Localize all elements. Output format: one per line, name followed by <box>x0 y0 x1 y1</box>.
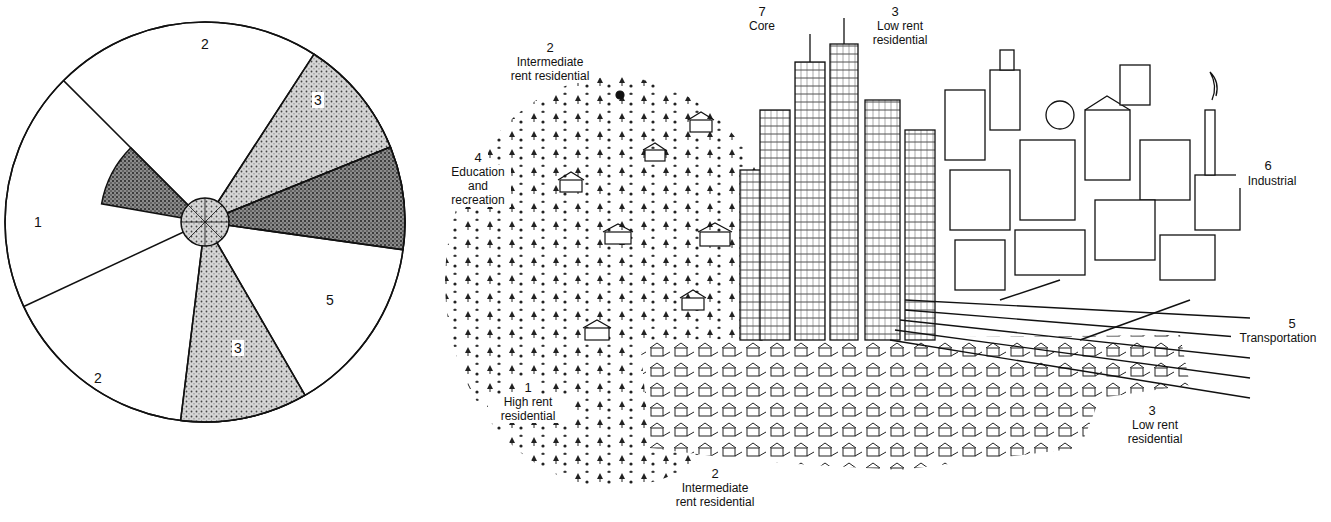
industrial-buildings <box>950 170 1010 230</box>
core-towers <box>830 44 858 340</box>
sector-circle <box>5 22 405 422</box>
rail-lines <box>890 280 1250 398</box>
callout-number: 5 <box>1282 316 1302 331</box>
callout-number: 1 <box>518 380 538 395</box>
sector-number: 3 <box>312 92 324 108</box>
rail-lines <box>890 340 1250 398</box>
houses <box>558 172 584 180</box>
rail-lines <box>1080 300 1190 340</box>
callout-number: 2 <box>540 40 560 55</box>
zone-label: Low rent residential <box>1115 418 1195 446</box>
industrial-buildings <box>1160 235 1215 280</box>
rail-lines <box>895 330 1250 378</box>
sector-circle <box>188 205 222 239</box>
sector-circle <box>205 147 405 250</box>
sector-number: 2 <box>199 36 211 52</box>
houses <box>680 290 706 298</box>
houses <box>585 328 609 340</box>
sector-circle <box>188 205 222 239</box>
houses <box>700 232 730 246</box>
core-towers <box>905 130 935 340</box>
houses <box>603 224 633 232</box>
sector-circle <box>181 222 205 421</box>
industrial-buildings <box>945 90 985 160</box>
core-towers <box>843 18 844 44</box>
city-illustration <box>445 18 1250 487</box>
houses <box>643 143 667 151</box>
zone-label: Low rent residential <box>860 19 940 47</box>
zone-label: Intermediate rent residential <box>672 481 758 509</box>
industrial-buildings <box>1095 200 1155 260</box>
zone-label: Intermediate rent residential <box>507 55 593 83</box>
core-towers <box>740 18 935 340</box>
industrial-buildings <box>1046 101 1074 129</box>
rail-lines <box>905 310 1250 338</box>
houses <box>616 91 624 99</box>
sector-number: 3 <box>232 340 244 356</box>
sector-circle <box>205 147 390 222</box>
houses <box>605 232 631 244</box>
core-towers <box>740 170 762 340</box>
sector-circle <box>205 54 314 222</box>
industrial-buildings <box>955 240 1005 290</box>
industrial-buildings <box>1120 65 1150 105</box>
houses <box>583 320 611 328</box>
houses <box>645 150 665 161</box>
houses <box>682 298 704 310</box>
callout-number: 3 <box>885 4 905 19</box>
industrial-buildings <box>1085 110 1130 180</box>
sector-number: 2 <box>92 370 104 386</box>
industrial-buildings <box>1205 110 1215 175</box>
sector-circle <box>205 222 305 395</box>
zone-label: High rent residential <box>488 395 568 423</box>
core-towers <box>795 62 825 340</box>
rail-lines <box>905 300 1250 318</box>
sector-number: 1 <box>32 214 44 230</box>
core-towers <box>809 34 810 62</box>
industrial-buildings <box>1140 140 1190 200</box>
sector-circle <box>181 198 229 246</box>
zone-label: Transportation <box>1231 331 1325 345</box>
sector-circle <box>64 81 205 222</box>
houses <box>688 112 714 120</box>
industrial-buildings <box>990 70 1020 130</box>
sector-number: 5 <box>324 292 336 308</box>
sector-circle <box>5 22 405 422</box>
callout-number: 3 <box>1142 403 1162 418</box>
zone-label: Core <box>737 19 787 33</box>
sector-circle <box>5 22 405 422</box>
industrial-buildings <box>945 50 1240 290</box>
industrial-buildings <box>1210 72 1217 100</box>
low-rent-housing <box>640 335 1190 470</box>
houses <box>560 180 582 192</box>
callout-number: 6 <box>1258 158 1278 173</box>
rail-lines <box>1000 280 1060 300</box>
core-towers <box>760 110 790 340</box>
sector-circle <box>181 222 305 422</box>
industrial-buildings <box>1000 50 1014 70</box>
callout-number: 2 <box>705 466 725 481</box>
callout-number: 7 <box>752 4 772 19</box>
industrial-buildings <box>1195 175 1240 230</box>
sector-circle <box>205 222 403 250</box>
core-towers <box>865 100 900 340</box>
sector-circle <box>181 198 229 246</box>
zone-label: Education and recreation <box>445 165 511 207</box>
houses <box>690 120 712 132</box>
zone-label: Industrial <box>1236 174 1308 188</box>
industrial-buildings <box>1015 230 1085 275</box>
rail-lines <box>900 320 1250 358</box>
houses <box>698 223 732 232</box>
industrial-buildings <box>1020 140 1075 220</box>
callout-number: 4 <box>468 150 488 165</box>
sector-circle <box>24 222 205 307</box>
